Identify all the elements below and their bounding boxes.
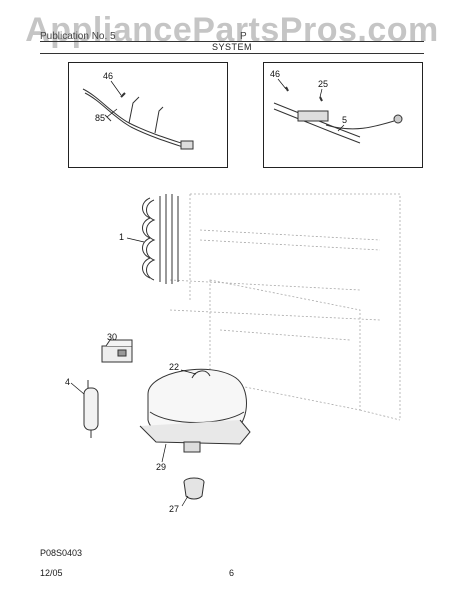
leader-27 — [181, 495, 189, 507]
callout-29: 29 — [156, 462, 166, 472]
leader-46b — [277, 78, 287, 90]
compressor — [139, 368, 251, 453]
header-rule-bottom — [40, 53, 424, 54]
callout-22: 22 — [169, 362, 179, 372]
callout-46b: 46 — [270, 69, 280, 79]
header-rule-top — [40, 41, 424, 42]
callout-1: 1 — [119, 232, 124, 242]
footer-page: 6 — [229, 568, 235, 578]
leader-29 — [161, 443, 167, 463]
watermark: AppliancePartsPros.com — [25, 11, 439, 49]
inset-harness: 46 85 — [68, 62, 228, 168]
callout-25: 25 — [318, 79, 328, 89]
callout-27: 27 — [169, 504, 179, 514]
callout-30: 30 — [107, 332, 117, 342]
leader-1 — [126, 237, 145, 243]
header-model: P — [240, 31, 247, 42]
harness-drawing: 46 85 — [82, 71, 194, 150]
inset-thermostat: 46 25 5 — [263, 62, 423, 168]
header-publication: Publication No. 5 — [40, 31, 116, 42]
condenser-coil — [142, 194, 179, 284]
grommet — [183, 477, 205, 500]
leader-46 — [110, 80, 122, 96]
cabinet-outline — [169, 193, 401, 421]
leader-22 — [180, 369, 197, 375]
relay — [101, 339, 133, 363]
callout-46: 46 — [103, 71, 113, 81]
leader-85 — [106, 108, 118, 118]
leader-25 — [319, 88, 323, 98]
callout-5: 5 — [342, 115, 347, 125]
thermostat-drawing: 46 25 5 — [270, 69, 403, 144]
callout-4: 4 — [65, 377, 70, 387]
section-title: SYSTEM — [211, 42, 252, 52]
leader-5 — [337, 124, 345, 132]
filter-drier — [83, 380, 99, 438]
callout-85: 85 — [95, 113, 105, 123]
leader-4 — [70, 382, 85, 395]
footer-date: 12/05 — [40, 568, 63, 578]
drawing-code: P08S0403 — [40, 548, 83, 558]
main-diagram: 1 30 4 22 29 27 — [65, 193, 401, 514]
